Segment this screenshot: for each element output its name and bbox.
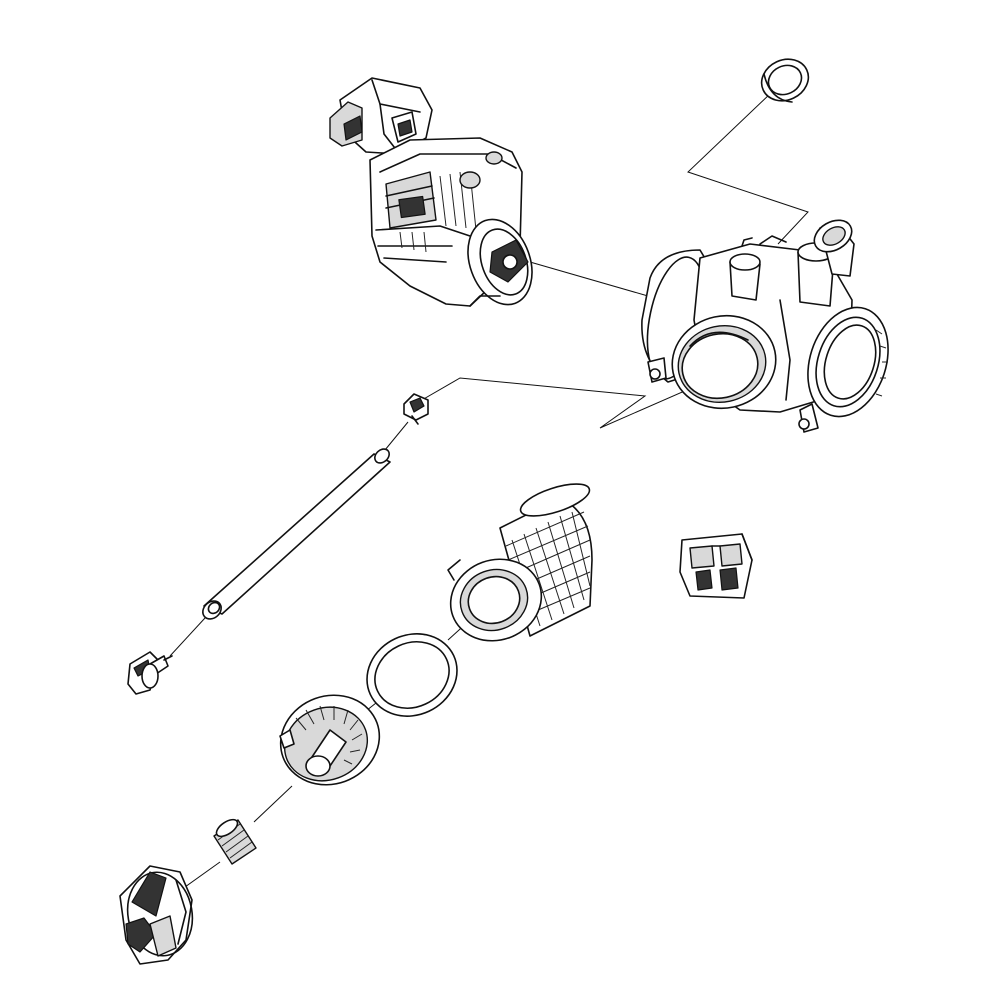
right-flange-teeth [875,329,888,397]
filter-cap [279,694,381,786]
seal-ring-top [760,58,810,103]
motor [329,77,533,307]
leader-rod-to-screw [169,617,206,657]
leader-clip-to-rod [384,421,409,451]
filter-cartridge [447,483,593,642]
spring [213,818,257,865]
leader-cap-to-spring [253,785,293,823]
rod [202,448,391,620]
cap-grip-teeth [295,705,363,765]
leader-motor-to-housing [529,261,649,297]
leader-clip-to-housing [414,371,729,429]
screw [127,651,173,695]
connector-block [679,533,753,599]
o-ring [366,633,458,717]
knob [119,865,194,965]
clip [403,393,429,425]
leader-seal-to-housing [687,91,809,245]
pump-housing [641,219,889,433]
